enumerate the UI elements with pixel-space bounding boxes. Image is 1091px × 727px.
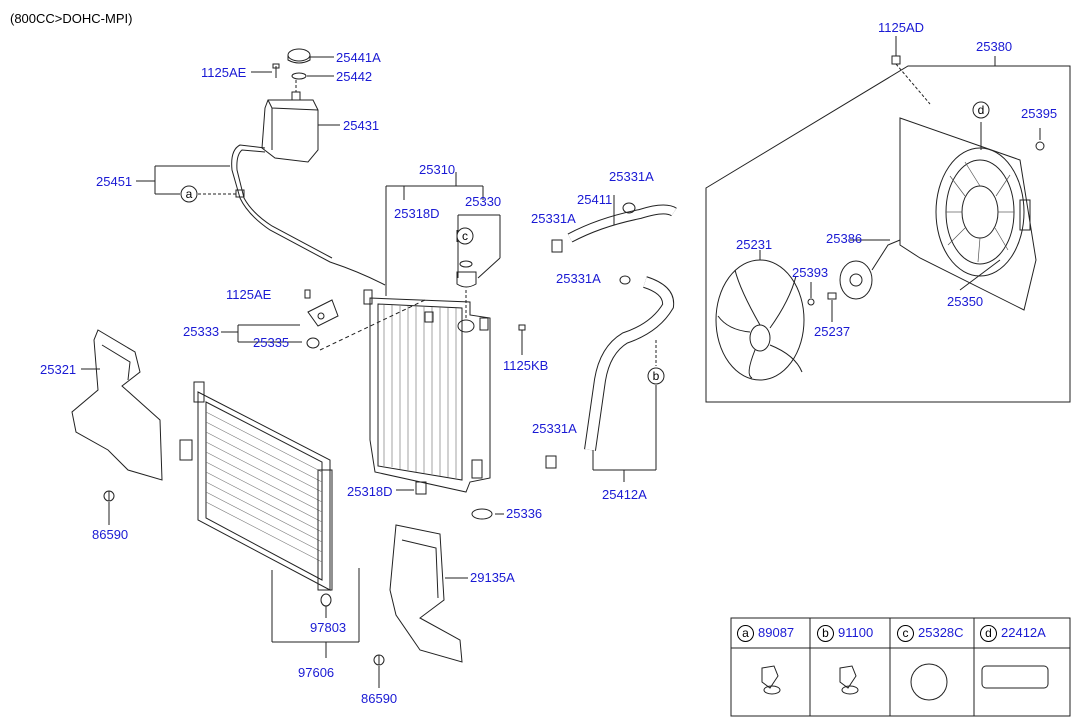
part-label-1125ae-top[interactable]: 1125AE xyxy=(201,65,247,80)
part-label-25431[interactable]: 25431 xyxy=(343,118,380,133)
callout-circle-a xyxy=(180,185,198,203)
part-label-97606[interactable]: 97606 xyxy=(298,665,335,680)
clip-a-icon xyxy=(761,665,779,689)
part-label-25321[interactable]: 25321 xyxy=(40,362,77,377)
part-label-25380[interactable]: 25380 xyxy=(976,39,1013,54)
screw-bottom xyxy=(373,654,385,666)
engine-spec-header: (800CC>DOHC-MPI) xyxy=(10,11,133,26)
part-label-25237[interactable]: 25237 xyxy=(814,324,851,339)
part-label-25310[interactable]: 25310 xyxy=(419,162,456,177)
part-label-25335[interactable]: 25335 xyxy=(253,335,290,350)
callout-d-text: d xyxy=(978,103,985,117)
part-label-25395[interactable]: 25395 xyxy=(1021,106,1058,121)
legend-cell-b[interactable]: b 91100 xyxy=(817,625,874,643)
legend-key-a: a xyxy=(737,625,754,643)
part-label-25442[interactable]: 25442 xyxy=(336,69,373,84)
reservoir-cap xyxy=(287,48,311,80)
callout-circle-b xyxy=(647,367,665,385)
part-label-25333[interactable]: 25333 xyxy=(183,324,220,339)
legend-part-b[interactable]: 91100 xyxy=(838,625,874,640)
part-label-25411[interactable]: 25411 xyxy=(577,192,613,207)
callout-circle-d xyxy=(972,101,990,119)
part-label-25441a[interactable]: 25441A xyxy=(336,50,381,65)
air-guard-right xyxy=(389,524,463,663)
legend-key-d: d xyxy=(980,625,997,643)
legend-part-c[interactable]: 25328C xyxy=(918,625,964,640)
legend-cell-a[interactable]: a 89087 xyxy=(737,625,795,643)
callout-circle-c xyxy=(456,227,474,245)
part-label-1125kb[interactable]: 1125KB xyxy=(503,358,549,373)
part-label-25331a-left[interactable]: 25331A xyxy=(531,211,576,226)
part-label-25386[interactable]: 25386 xyxy=(826,231,863,246)
part-label-25331a-top[interactable]: 25331A xyxy=(609,169,654,184)
legend-key-c: c xyxy=(897,625,914,643)
legend-cell-d[interactable]: d 22412A xyxy=(980,625,1046,643)
part-label-1125ae-mid[interactable]: 1125AE xyxy=(226,287,272,302)
clip-b-icon xyxy=(839,665,857,689)
part-label-25231[interactable]: 25231 xyxy=(736,237,773,252)
condenser xyxy=(179,381,333,591)
part-label-25331a-low[interactable]: 25331A xyxy=(532,421,577,436)
label-c-icon xyxy=(910,663,948,701)
part-label-97803[interactable]: 97803 xyxy=(310,620,347,635)
air-guard-left xyxy=(71,329,163,481)
part-label-25331a-mid[interactable]: 25331A xyxy=(556,271,601,286)
part-label-1125ad[interactable]: 1125AD xyxy=(878,20,925,35)
part-label-25393[interactable]: 25393 xyxy=(792,265,829,280)
callout-a-text: a xyxy=(186,187,193,201)
part-label-86590-bottom[interactable]: 86590 xyxy=(361,691,398,706)
legend-cell-c[interactable]: c 25328C xyxy=(897,625,964,643)
reservoir-tank xyxy=(261,80,319,163)
part-label-25318d-low[interactable]: 25318D xyxy=(347,484,393,499)
radiator xyxy=(363,289,491,493)
part-label-29135a[interactable]: 29135A xyxy=(470,570,515,585)
label-d-icon xyxy=(981,665,1049,689)
legend-key-b: b xyxy=(817,625,834,643)
callout-c-text: c xyxy=(462,229,468,243)
fan-motor xyxy=(839,239,901,300)
part-label-25451[interactable]: 25451 xyxy=(96,174,133,189)
part-label-25412a[interactable]: 25412A xyxy=(602,487,647,502)
fan-shroud xyxy=(899,117,1037,311)
part-label-25330[interactable]: 25330 xyxy=(465,194,502,209)
fan-blade xyxy=(715,259,805,381)
part-label-25350[interactable]: 25350 xyxy=(947,294,984,309)
legend-part-d[interactable]: 22412A xyxy=(1001,625,1046,640)
part-label-25318d-top[interactable]: 25318D xyxy=(394,206,440,221)
callout-b-text: b xyxy=(653,369,660,383)
part-label-86590-left[interactable]: 86590 xyxy=(92,527,129,542)
part-label-25336[interactable]: 25336 xyxy=(506,506,543,521)
screw-left xyxy=(103,490,115,502)
legend-part-a[interactable]: 89087 xyxy=(758,625,795,640)
